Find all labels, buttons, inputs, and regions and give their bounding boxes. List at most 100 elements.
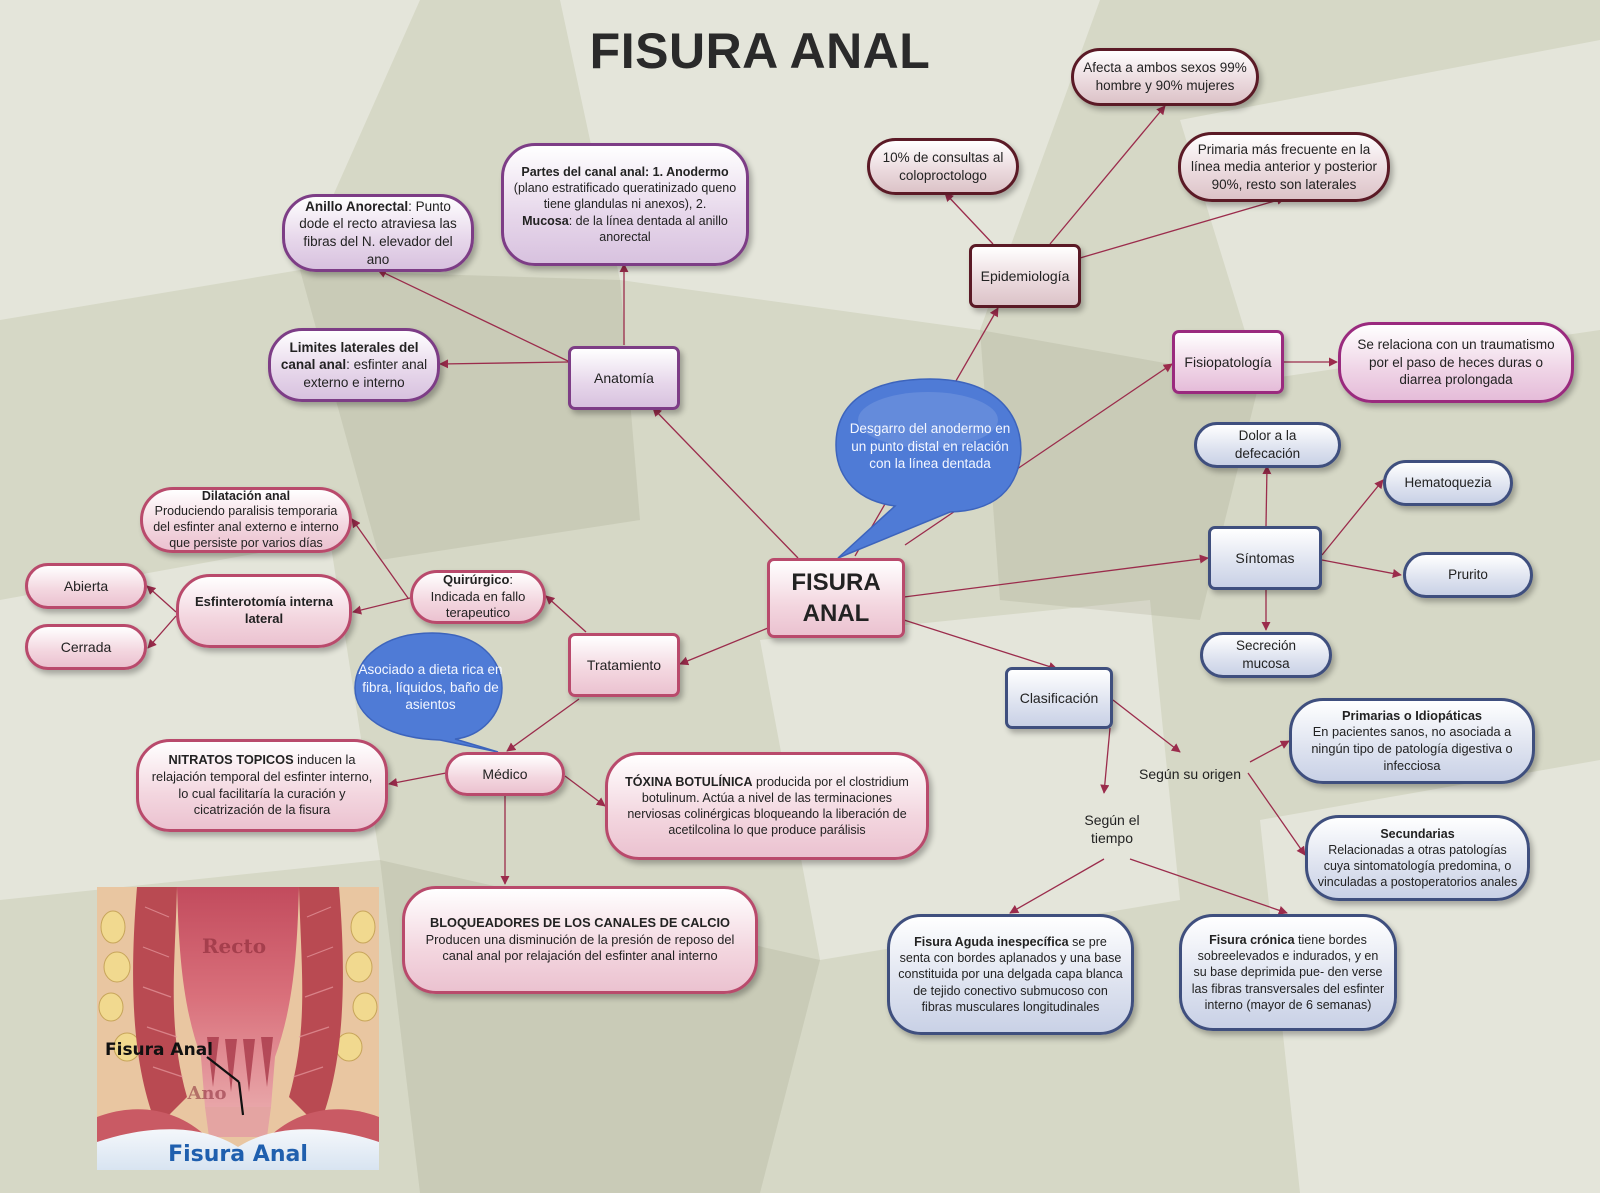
link-center-sintomas	[903, 554, 1209, 598]
secundarias-desc: Relacionadas a otras patologías cuya sin…	[1317, 842, 1518, 890]
link-sint-prurito	[1321, 559, 1402, 578]
anillo-anorectal-title: Anillo Anorectal	[305, 198, 409, 214]
link-center-anatomia	[652, 407, 799, 559]
link-anatomia-anillo	[377, 269, 571, 363]
link-tiempo-aguda	[1009, 858, 1105, 914]
fisura-aguda-title: Fisura Aguda inespecífica	[914, 934, 1069, 949]
quirurgico-text: Quirúrgico: Indicada en fallo terapeutic…	[421, 571, 535, 621]
segun-tiempo-label: Según el tiempo	[1084, 812, 1140, 847]
illustration-label-fisura: Fisura Anal	[105, 1040, 213, 1060]
sintoma-prurito-node[interactable]: Prurito	[1403, 552, 1533, 598]
fisiopatologia-detail-node[interactable]: Se relaciona con un traumatismo por el p…	[1338, 322, 1574, 403]
secundarias-node[interactable]: Secundarias Relacionadas a otras patolog…	[1305, 815, 1530, 901]
partes-mucosa-title: Mucosa	[522, 213, 569, 228]
fisura-aguda-node[interactable]: Fisura Aguda inespecífica se pre senta c…	[887, 914, 1134, 1035]
page-title: FISURA ANAL	[589, 23, 931, 79]
link-sint-hemato	[1321, 479, 1384, 556]
anatomia-label: Anatomía	[594, 369, 654, 386]
fisiopatologia-label: Fisiopatología	[1184, 353, 1272, 370]
toxina-desc: producida por el clostridium botulinum. …	[627, 774, 909, 838]
ambos-sexos-text: Afecta a ambos sexos 99% hombre y 90% mu…	[1083, 60, 1247, 93]
central-node[interactable]: FISURA ANAL	[767, 558, 905, 638]
link-epi-consultas	[944, 192, 994, 245]
sintomas-node[interactable]: Síntomas	[1208, 526, 1322, 590]
sintoma-hematoquezia-node[interactable]: Hematoquezia	[1383, 460, 1513, 506]
link-trat-quirurgico	[545, 595, 587, 633]
abierta-node[interactable]: Abierta	[25, 563, 147, 609]
fisiopatologia-detail-text: Se relaciona con un traumatismo por el p…	[1357, 337, 1555, 388]
link-origen-secundarias	[1247, 772, 1306, 856]
fisura-cronica-text: Fisura crónica tiene bordes sobreelevado…	[1190, 932, 1386, 1013]
nitratos-text: NITRATOS TOPICOS inducen la relajación t…	[147, 752, 377, 819]
medico-label: Médico	[482, 765, 528, 782]
illustration-caption: Fisura Anal	[168, 1142, 308, 1167]
sintoma-secrecion-node[interactable]: Secreción mucosa	[1200, 632, 1332, 678]
secundarias-title: Secundarias	[1380, 826, 1455, 841]
link-quir-dilatacion	[351, 518, 409, 599]
sintoma-dolor-node[interactable]: Dolor a la defecación	[1194, 422, 1341, 468]
link-quir-esfinterotomia	[352, 597, 411, 615]
cerrada-node[interactable]: Cerrada	[25, 624, 147, 670]
consultas-node[interactable]: 10% de consultas al coloproctologo	[867, 138, 1019, 195]
epidemiologia-label: Epidemiología	[980, 267, 1070, 284]
nitratos-node[interactable]: NITRATOS TOPICOS inducen la relajación t…	[136, 739, 388, 832]
partes-mucosa-desc: : de la línea dentada al anillo anorecta…	[568, 213, 728, 244]
ambos-sexos-node[interactable]: Afecta a ambos sexos 99% hombre y 90% mu…	[1071, 48, 1259, 106]
primaria-frecuente-text: Primaria más frecuente en la línea media…	[1190, 141, 1378, 192]
fisura-cronica-node[interactable]: Fisura crónica tiene bordes sobreelevado…	[1179, 914, 1397, 1031]
nitratos-desc: inducen la relajación temporal del esfin…	[151, 752, 373, 818]
quirurgico-title: Quirúrgico	[442, 571, 510, 587]
dilatacion-node[interactable]: Dilatación anal Produciendo paralisis te…	[140, 487, 352, 553]
partes-canal-node[interactable]: Partes del canal anal: 1. Anodermo (plan…	[501, 143, 749, 266]
limites-laterales-title: Limites laterales del canal anal	[280, 339, 419, 373]
clasificacion-node[interactable]: Clasificación	[1005, 667, 1113, 729]
medico-node[interactable]: Médico	[445, 752, 565, 796]
central-node-line2: ANAL	[802, 600, 870, 627]
anillo-anorectal-node[interactable]: Anillo Anorectal: Punto dode el recto at…	[282, 194, 474, 272]
link-clas-tiempo	[1100, 727, 1111, 794]
consultas-text: 10% de consultas al coloproctologo	[882, 149, 1004, 183]
link-esf-cerrada	[147, 615, 177, 649]
dilatacion-title: Dilatación anal	[201, 488, 291, 503]
link-center-fisiopatologia	[904, 363, 1173, 546]
anillo-anorectal-desc: : Punto dode el recto atraviesa las fibr…	[299, 198, 457, 267]
sintomas-label: Síntomas	[1235, 549, 1295, 566]
toxina-node[interactable]: TÓXINA BOTULÍNICA producida por el clost…	[605, 752, 929, 860]
anatomia-node[interactable]: Anatomía	[568, 346, 680, 410]
partes-canal-desc: (plano estratificado queratinizado queno…	[513, 181, 737, 212]
bloqueadores-node[interactable]: BLOQUEADORES DE LOS CANALES DE CALCIO Pr…	[402, 886, 758, 994]
illustration-label-ano: Ano	[186, 1083, 226, 1104]
central-node-line1: FISURA	[791, 568, 881, 596]
quirurgico-desc: : Indicada en fallo terapeutico	[430, 571, 526, 621]
link-trat-medico	[506, 698, 580, 752]
primarias-node[interactable]: Primarias o Idiopáticas En pacientes san…	[1289, 698, 1535, 784]
fisura-cronica-title: Fisura crónica	[1209, 932, 1295, 947]
sintoma-prurito-text: Prurito	[1448, 567, 1488, 583]
primarias-title: Primarias o Idiopáticas	[1341, 707, 1483, 723]
limites-laterales-node[interactable]: Limites laterales del canal anal: esfint…	[268, 328, 440, 402]
callout-center-text: Desgarro del anodermo en un punto distal…	[849, 421, 1011, 472]
tratamiento-label: Tratamiento	[586, 656, 662, 673]
epidemiologia-node[interactable]: Epidemiología	[969, 244, 1081, 308]
sintoma-secrecion-text: Secreción mucosa	[1235, 638, 1297, 671]
bloqueadores-title: BLOQUEADORES DE LOS CANALES DE CALCIO	[429, 915, 731, 931]
esfinterotomia-node[interactable]: Esfinterotomía interna lateral	[176, 574, 352, 648]
esfinterotomia-label: Esfinterotomía interna lateral	[195, 594, 333, 626]
partes-mucosa: Mucosa: de la línea dentada al anillo an…	[512, 213, 738, 246]
link-origen-primarias	[1249, 740, 1290, 763]
callout-bubble-diet	[354, 632, 503, 753]
link-clas-origen	[1112, 699, 1181, 753]
fisura-aguda-text: Fisura Aguda inespecífica se pre senta c…	[898, 934, 1123, 1015]
fisura-cronica-desc: tiene bordes sobreelevados e indurados, …	[1191, 932, 1385, 1012]
link-anatomia-limites	[439, 359, 569, 369]
sintoma-dolor-text: Dolor a la defecación	[1234, 428, 1301, 461]
nitratos-title: NITRATOS TOPICOS	[168, 752, 294, 768]
tratamiento-node[interactable]: Tratamiento	[568, 633, 680, 697]
callout-diet-text: Asociado a dieta rica en fibra, líquidos…	[358, 662, 503, 713]
quirurgico-node[interactable]: Quirúrgico: Indicada en fallo terapeutic…	[410, 570, 546, 624]
illustration-label-recto: Recto	[202, 934, 266, 958]
primaria-frecuente-node[interactable]: Primaria más frecuente en la línea media…	[1178, 132, 1390, 202]
toxina-text: TÓXINA BOTULÍNICA producida por el clost…	[616, 774, 918, 839]
fisiopatologia-node[interactable]: Fisiopatología	[1172, 330, 1284, 394]
